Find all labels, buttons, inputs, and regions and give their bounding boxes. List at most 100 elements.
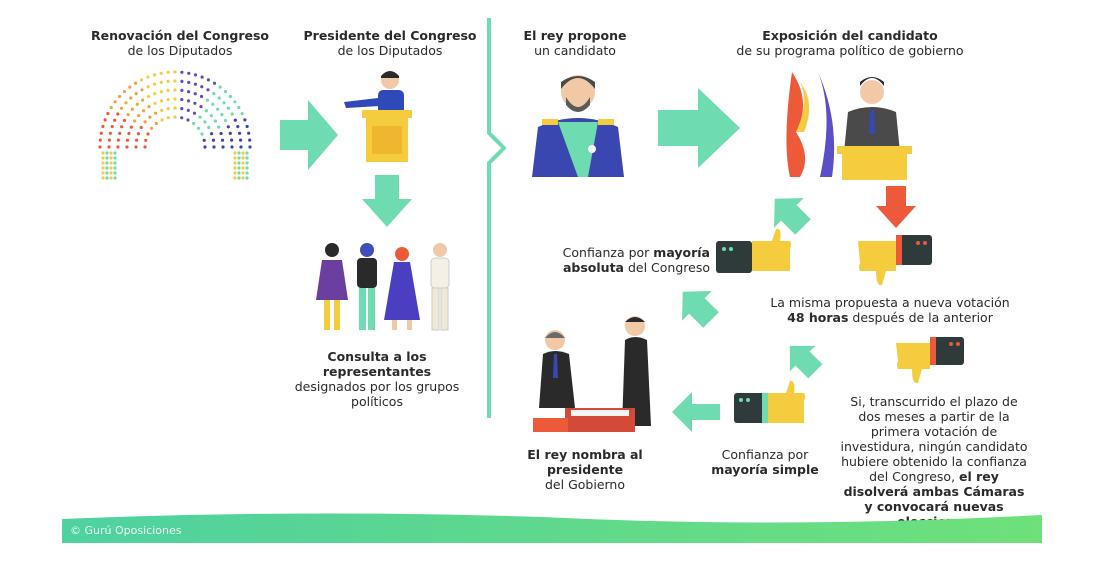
seat-dot [245, 161, 249, 165]
king-appoints-president-illustration [533, 316, 651, 432]
seat-dot [101, 151, 105, 155]
confianza-simple-bold: mayoría simple [711, 462, 819, 477]
footer-copyright: © Gurú Oposiciones [70, 524, 182, 537]
seat-dot [109, 105, 113, 110]
seat-dot [223, 118, 228, 123]
seat-dot [245, 124, 249, 129]
seat-dot [223, 90, 228, 94]
seat-dot [159, 90, 163, 94]
thumbs-down-icon [858, 235, 932, 286]
seat-dot [122, 118, 127, 123]
seat-dot [166, 79, 170, 83]
seat-dot [146, 132, 150, 136]
seat-dot [166, 97, 170, 102]
seat-dot [136, 132, 140, 136]
nueva-votacion-bold: 48 horas [787, 310, 849, 325]
step-rey-propone-title: El rey propone [523, 28, 627, 43]
seat-dot [110, 125, 114, 129]
seat-dot [148, 115, 152, 119]
seat-dot [236, 125, 240, 129]
seat-dot [233, 118, 237, 122]
seat-dot [237, 105, 241, 110]
seat-dot [192, 111, 197, 115]
seat-dot [118, 131, 122, 135]
seat-dot [109, 161, 113, 165]
seat-dot [173, 97, 177, 101]
seat-dot [228, 131, 232, 135]
seat-dot [159, 71, 163, 75]
seat-dot [187, 90, 191, 94]
seat-dot [159, 99, 164, 103]
seat-dot [125, 138, 130, 142]
seat-dot [101, 161, 105, 165]
seat-dot [105, 171, 109, 175]
seat-dot [166, 116, 170, 120]
seat-dot [146, 75, 150, 79]
seat-dot [199, 105, 203, 109]
seat-dot [128, 85, 132, 89]
seat-dot [173, 115, 177, 119]
seat-dot [105, 161, 109, 165]
seat-dot [193, 73, 198, 77]
rey-nombra-caption: El rey nombra al presidente del Gobierno [495, 447, 675, 492]
seat-dot [233, 166, 237, 170]
seat-dot [125, 145, 129, 149]
confianza-absoluta-bold1: mayoría [653, 245, 710, 260]
rey-nombra-bold: El rey nombra al presidente [527, 447, 643, 477]
seat-dot [243, 118, 247, 122]
seat-dot [103, 118, 107, 122]
thumbs-down-icon-2 [896, 337, 964, 384]
seat-dot [221, 145, 225, 149]
seat-dot [144, 138, 148, 142]
seat-dot [241, 161, 245, 165]
step-consulta-caption: Consulta a los representantes designados… [282, 349, 472, 409]
seat-dot [134, 145, 138, 149]
seat-dot [226, 125, 230, 129]
seat-dot [241, 156, 245, 160]
seat-dot [113, 166, 117, 170]
nueva-votacion-line1: La misma propuesta a nueva votación [770, 295, 1010, 310]
seat-dot [233, 156, 237, 160]
seat-dot [109, 166, 113, 170]
seat-dot [240, 112, 244, 116]
seat-dot [200, 132, 204, 136]
seat-dot [245, 171, 249, 175]
seat-dot [101, 156, 105, 160]
seat-dot [233, 161, 237, 165]
seat-dot [106, 112, 110, 116]
step-rey-propone-caption: El rey propone un candidato [505, 28, 645, 58]
seat-dot [173, 106, 177, 110]
step-presidente-sub: de los Diputados [337, 43, 443, 58]
seat-dot [230, 112, 234, 116]
nueva-votacion-caption: La misma propuesta a nueva votación 48 h… [770, 295, 1010, 325]
seat-dot [116, 112, 120, 116]
seat-dot [108, 131, 112, 135]
seat-dot [173, 70, 177, 74]
seat-dot [193, 92, 197, 96]
seat-dot [166, 107, 170, 111]
seat-dot [143, 145, 147, 149]
seat-dot [147, 105, 151, 109]
seat-dot [211, 102, 215, 106]
seat-dot [149, 126, 154, 130]
seat-dot [180, 107, 184, 111]
seat-dot [212, 92, 216, 96]
arrow-right-1 [280, 100, 338, 170]
arrow-right-2 [658, 88, 740, 168]
seat-dot [230, 138, 234, 142]
seat-dot [233, 176, 237, 180]
section-divider [487, 18, 506, 418]
seat-dot [206, 78, 210, 82]
seat-dot [173, 88, 177, 92]
confianza-absoluta-pre: Confianza por [562, 245, 654, 260]
seat-dot [217, 125, 221, 129]
seat-dot [126, 113, 130, 117]
confianza-absoluta-bold2: absoluta [562, 260, 624, 275]
seat-dot [101, 176, 105, 180]
seat-dot [237, 176, 241, 180]
arrow-diagonal-2 [682, 291, 719, 328]
seat-dot [198, 115, 202, 119]
step-consulta-title: Consulta a los representantes [322, 349, 432, 379]
seat-dot [220, 113, 224, 117]
speaker-at-podium-illustration [344, 71, 412, 162]
